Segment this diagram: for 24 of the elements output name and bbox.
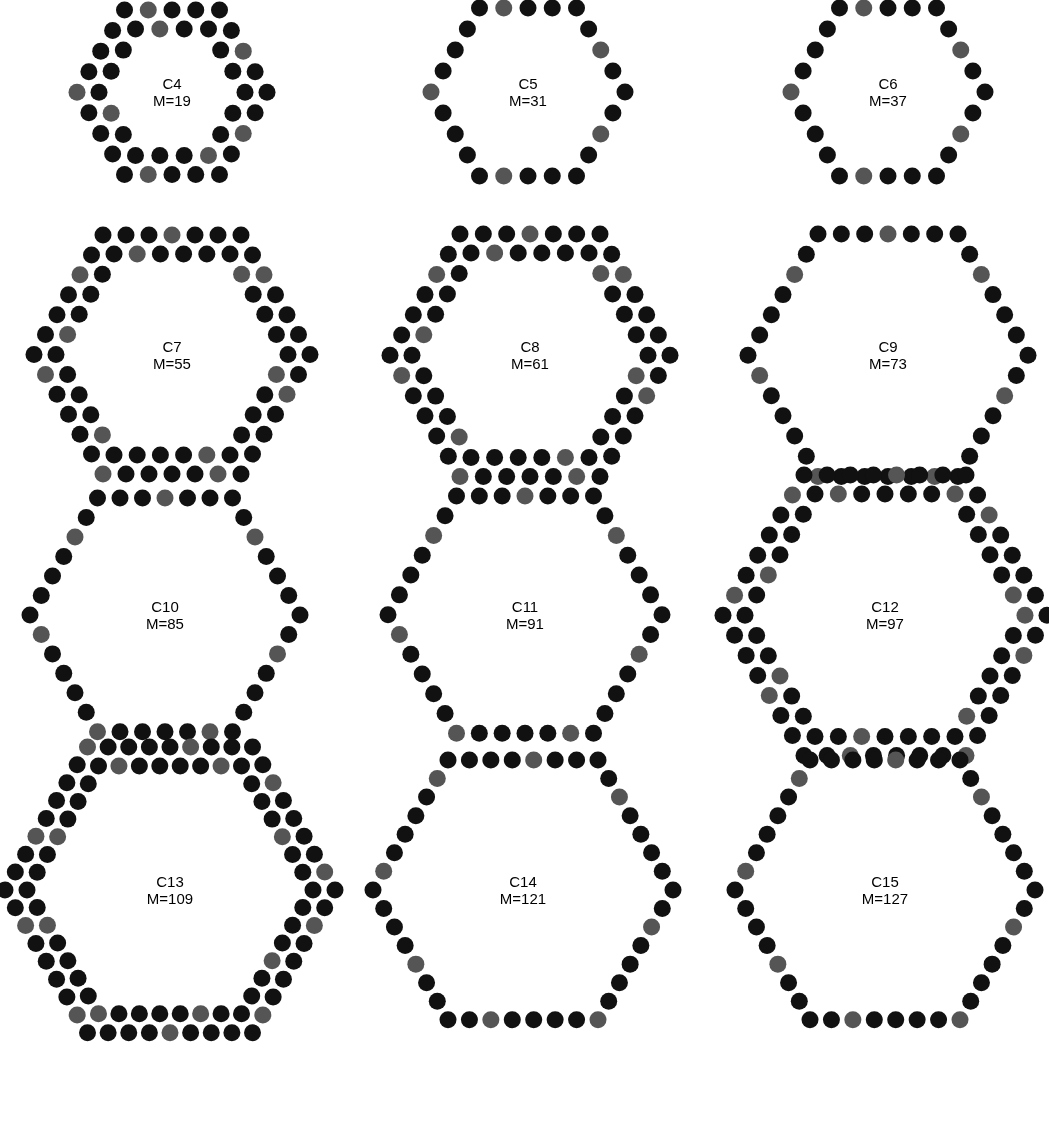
atom-count: M=85 (146, 615, 184, 632)
atom-count: M=37 (869, 92, 907, 109)
atom-count: M=73 (869, 355, 907, 372)
cluster-name: C10 (151, 598, 179, 615)
atom-count: M=109 (146, 890, 194, 907)
atom-count: M=97 (866, 615, 904, 632)
cluster-name: C13 (156, 873, 184, 890)
atom-count: M=31 (509, 92, 547, 109)
atom-count: M=61 (511, 355, 549, 372)
cluster-name: C5 (518, 75, 538, 92)
cluster-name: C11 (511, 598, 539, 615)
cluster-name: C7 (162, 338, 182, 355)
atom-count: M=55 (153, 355, 191, 372)
cluster-name: C6 (878, 75, 898, 92)
cluster-name: C15 (871, 873, 899, 890)
cluster-name: C9 (878, 338, 898, 355)
cluster-name: C8 (520, 338, 540, 355)
cluster-name: C14 (509, 873, 537, 890)
atom-count: M=19 (153, 92, 191, 109)
atom-count: M=127 (861, 890, 909, 907)
cluster-name: C4 (162, 75, 182, 92)
cluster-name: C12 (871, 598, 899, 615)
atom-count: M=91 (506, 615, 544, 632)
atom-count: M=121 (499, 890, 547, 907)
